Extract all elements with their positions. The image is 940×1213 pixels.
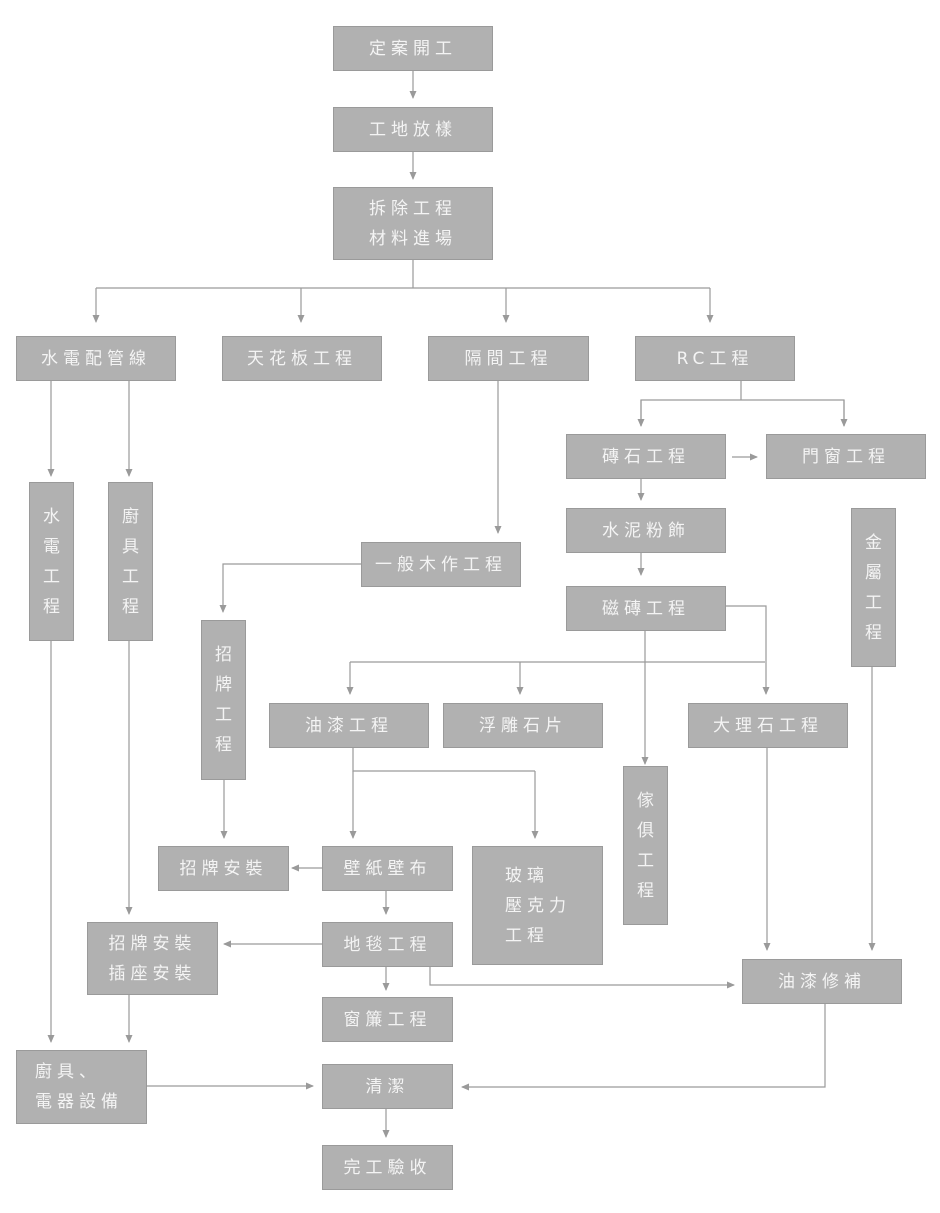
node-layout: 工地放樣 [333,107,493,152]
edge-rc-split [640,381,845,426]
edge-carpentry-signage [219,563,361,613]
node-rc: RC工程 [635,336,795,381]
node-ceiling: 天花板工程 [222,336,382,381]
node-marble: 大理石工程 [688,703,848,748]
node-carpet: 地毯工程 [322,922,453,967]
node-signage-work: 招 牌 工 程 [201,620,246,780]
edge-tile-marble [726,605,770,695]
node-brick-stone: 磚石工程 [566,434,726,479]
node-carpentry: 一般木作工程 [361,542,521,587]
node-completion: 完工驗收 [322,1145,453,1190]
node-relief-stone: 浮雕石片 [443,703,603,748]
node-plumbing-electric-piping: 水電配管線 [16,336,176,381]
node-kitchen-appliance: 廚具、 電器設備 [16,1050,147,1124]
node-partition: 隔間工程 [428,336,589,381]
node-start: 定案開工 [333,26,493,71]
node-demolition: 拆除工程 材料進場 [333,187,493,260]
node-paint: 油漆工程 [269,703,429,748]
node-furniture: 傢 俱 工 程 [623,766,668,925]
node-cement-plaster: 水泥粉飾 [566,508,726,553]
node-kitchen-work: 廚 具 工 程 [108,482,153,641]
node-metal-work: 金 屬 工 程 [851,508,896,667]
node-curtain: 窗簾工程 [322,997,453,1042]
node-plumbing-electric-work: 水 電 工 程 [29,482,74,641]
node-door-window: 門窗工程 [766,434,926,479]
node-paint-touchup: 油漆修補 [742,959,902,1004]
node-cleaning: 清潔 [322,1064,453,1109]
node-tile: 磁磚工程 [566,586,726,631]
node-sign-socket-install: 招牌安裝 插座安裝 [87,922,218,995]
node-wallpaper: 壁紙壁布 [322,846,453,891]
node-sign-install: 招牌安裝 [158,846,289,891]
edge-demolition-split [96,260,710,289]
edge-touchup-cleaning [461,1004,826,1091]
edge-paint-split [352,748,535,772]
edge-carpet-touchup [429,967,735,989]
node-glass-acrylic: 玻璃 壓克力 工程 [472,846,603,965]
